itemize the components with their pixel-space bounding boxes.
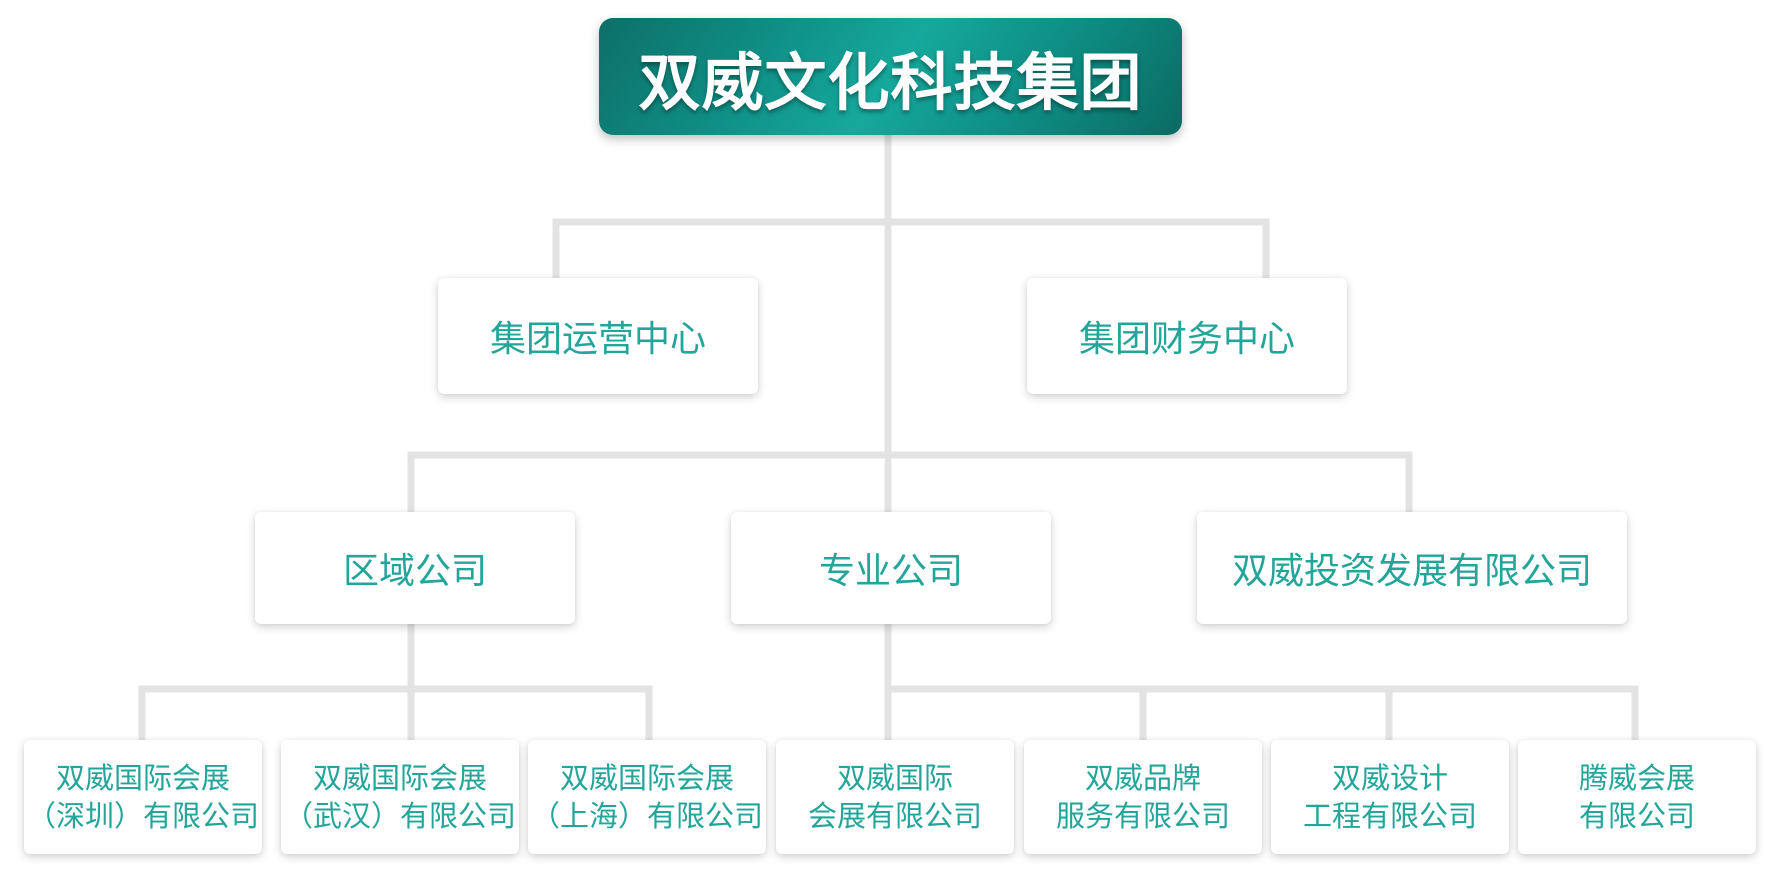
node-professional-companies: 专业公司: [731, 512, 1051, 624]
node-label-line1: 双威设计: [1331, 761, 1448, 795]
node-label-line2: 有限公司: [1578, 799, 1695, 833]
node-label-line1: 双威国际会展: [312, 761, 487, 795]
node-label: 双威投资发展有限公司: [1231, 551, 1592, 592]
root-label: 双威文化科技集团: [638, 45, 1143, 119]
node-label-line1: 腾威会展: [1578, 761, 1695, 795]
node-label-line1: 双威国际会展: [559, 761, 734, 795]
node-label-line1: 双威国际: [836, 761, 953, 795]
node-label-line2: 服务有限公司: [1055, 799, 1230, 833]
node-wuhan-company: 双威国际会展 （武汉）有限公司: [281, 740, 519, 854]
node-shenzhen-company: 双威国际会展 （深圳）有限公司: [24, 740, 262, 854]
node-label-line1: 双威国际会展: [55, 761, 230, 795]
node-finance-center: 集团财务中心: [1027, 278, 1347, 394]
node-label-line2: 会展有限公司: [807, 799, 982, 833]
node-label: 集团运营中心: [489, 319, 706, 360]
node-label: 专业公司: [818, 551, 963, 592]
node-brand-service-company: 双威品牌 服务有限公司: [1024, 740, 1262, 854]
node-label-line2: 工程有限公司: [1302, 799, 1477, 833]
node-label-line2: （上海）有限公司: [530, 799, 763, 833]
node-international-expo-company: 双威国际 会展有限公司: [776, 740, 1014, 854]
node-design-engineering-company: 双威设计 工程有限公司: [1271, 740, 1509, 854]
node-regional-companies: 区域公司: [255, 512, 575, 624]
node-tengwei-expo-company: 腾威会展 有限公司: [1518, 740, 1756, 854]
node-operations-center: 集团运营中心: [438, 278, 758, 394]
node-label-line2: （深圳）有限公司: [26, 799, 259, 833]
node-label-line2: （武汉）有限公司: [283, 799, 516, 833]
node-label: 区域公司: [342, 551, 487, 592]
root-node: 双威文化科技集团: [599, 18, 1182, 135]
node-investment-company: 双威投资发展有限公司: [1197, 512, 1627, 624]
node-label-line1: 双威品牌: [1084, 761, 1201, 795]
node-shanghai-company: 双威国际会展 （上海）有限公司: [528, 740, 766, 854]
node-label: 集团财务中心: [1078, 319, 1295, 360]
